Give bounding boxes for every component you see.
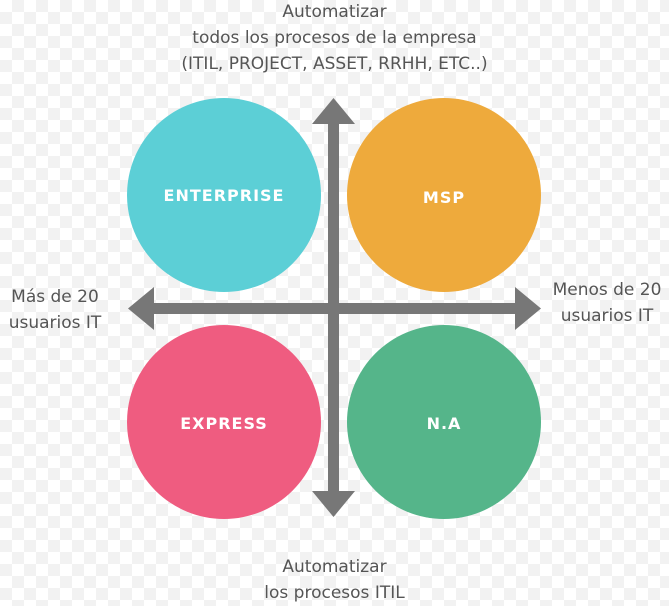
right-label-line2: usuarios IT <box>560 306 654 326</box>
na-label: N.A <box>427 414 462 433</box>
express-label: EXPRESS <box>180 414 268 433</box>
na-circle <box>347 325 541 519</box>
left-axis-label: Más de 20 usuarios IT <box>0 284 110 336</box>
msp-circle <box>347 98 541 292</box>
bottom-label-line2: los procesos ITIL <box>264 583 405 603</box>
bottom-axis-label: Automatizar los procesos ITIL <box>0 554 669 606</box>
bottom-label-line1: Automatizar <box>282 557 387 577</box>
right-label-line1: Menos de 20 <box>552 280 662 300</box>
top-axis-label: Automatizar todos los procesos de la emp… <box>0 0 669 77</box>
left-label-line2: usuarios IT <box>8 313 102 333</box>
up-arrow-head <box>312 98 355 124</box>
top-label-line3: (ITIL, PROJECT, ASSET, RRHH, ETC..) <box>181 54 488 74</box>
left-arrow-head <box>128 287 154 330</box>
top-label-line1: Automatizar <box>282 2 387 22</box>
top-label-line2: todos los procesos de la empresa <box>192 28 477 48</box>
down-arrow-head <box>312 491 355 517</box>
msp-label: MSP <box>423 188 465 207</box>
enterprise-circle <box>127 98 321 292</box>
express-circle <box>127 325 321 519</box>
enterprise-label: ENTERPRISE <box>164 186 285 205</box>
right-axis-label: Menos de 20 usuarios IT <box>545 277 669 329</box>
right-arrow-head <box>515 287 541 330</box>
horizontal-axis-line <box>150 303 520 314</box>
left-label-line1: Más de 20 <box>11 287 99 307</box>
